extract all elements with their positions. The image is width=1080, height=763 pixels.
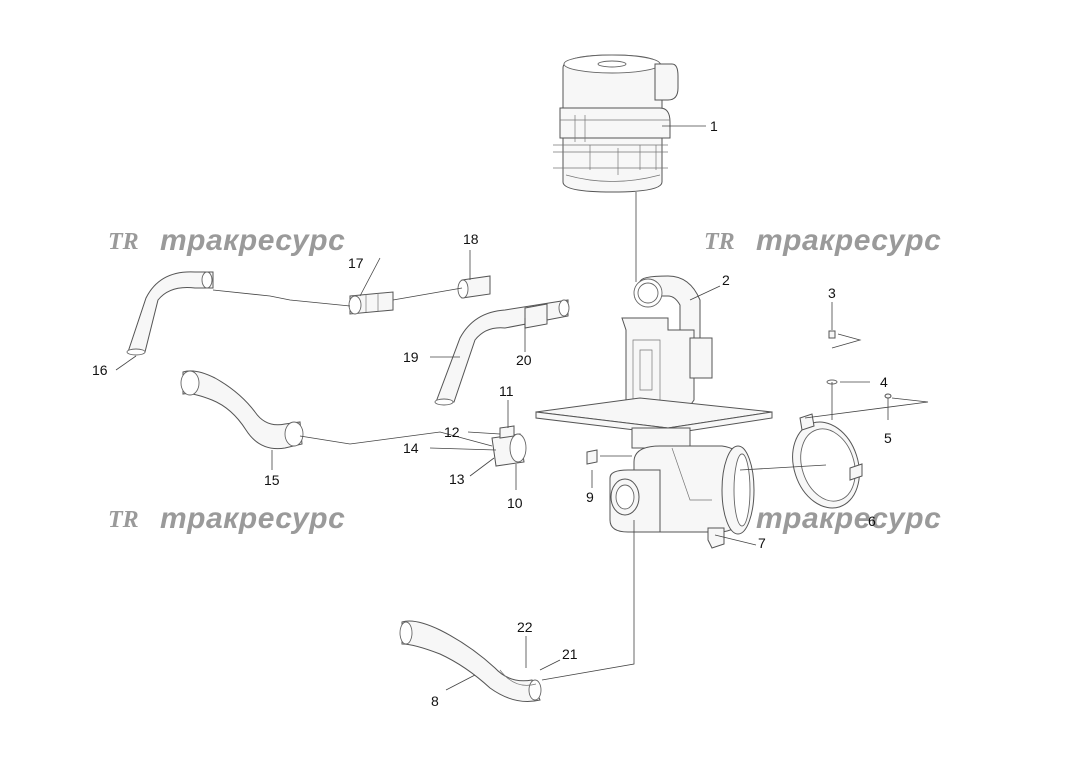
watermark-logo: TR	[108, 507, 139, 533]
watermark-bottom-right: TR тракресурс	[704, 502, 941, 535]
callout-1: 1	[710, 118, 718, 134]
callout-2: 2	[722, 272, 730, 288]
watermark-logo: TR	[108, 229, 139, 255]
callout-8: 8	[431, 693, 439, 709]
callout-13: 13	[449, 471, 465, 487]
part-8-hose	[399, 620, 542, 702]
watermark-text: тракресурс	[160, 224, 345, 257]
callout-17: 17	[348, 255, 364, 271]
callout-18: 18	[463, 231, 479, 247]
part-20-clamp	[524, 303, 548, 329]
watermark-text: тракресурс	[160, 502, 345, 535]
callout-20: 20	[516, 352, 532, 368]
watermark-bottom-left: TR тракресурс	[108, 502, 345, 535]
part-18-sleeve	[457, 275, 491, 299]
watermark-logo: TR	[704, 229, 735, 255]
watermark-text: тракресурс	[756, 224, 941, 257]
part-9-clip	[586, 449, 598, 465]
watermark-top-left: TR тракресурс	[108, 224, 345, 257]
part-2-elbow-and-bracket	[535, 275, 773, 449]
callout-22: 22	[517, 619, 533, 635]
callout-7: 7	[758, 535, 766, 551]
part-15-hose	[180, 370, 304, 450]
leader-lines	[115, 125, 929, 691]
watermark-text: тракресурс	[756, 502, 941, 535]
callout-3: 3	[828, 285, 836, 301]
callout-labels: 1 2 3 4 5 6 7 8 9 10 11 12 13 14 15 16 1…	[92, 118, 892, 709]
callout-14: 14	[403, 440, 419, 456]
callout-19: 19	[403, 349, 419, 365]
part-10-14-clamp-assembly	[491, 425, 527, 467]
part-5-nut	[884, 393, 892, 399]
callout-9: 9	[586, 489, 594, 505]
callout-5: 5	[884, 430, 892, 446]
part-main-filter-body	[609, 445, 755, 549]
part-1-air-filter	[553, 54, 679, 193]
callout-15: 15	[264, 472, 280, 488]
callout-16: 16	[92, 362, 108, 378]
callout-4: 4	[880, 374, 888, 390]
callout-12: 12	[444, 424, 460, 440]
part-3-bolt	[828, 330, 836, 339]
part-19-pipe	[434, 299, 570, 406]
part-17-connector	[348, 291, 394, 315]
part-16-pipe	[126, 271, 214, 356]
watermark-top-right: TR тракресурс	[704, 224, 941, 257]
callout-21: 21	[562, 646, 578, 662]
callout-6: 6	[868, 513, 876, 529]
callout-10: 10	[507, 495, 523, 511]
callout-11: 11	[499, 383, 514, 399]
